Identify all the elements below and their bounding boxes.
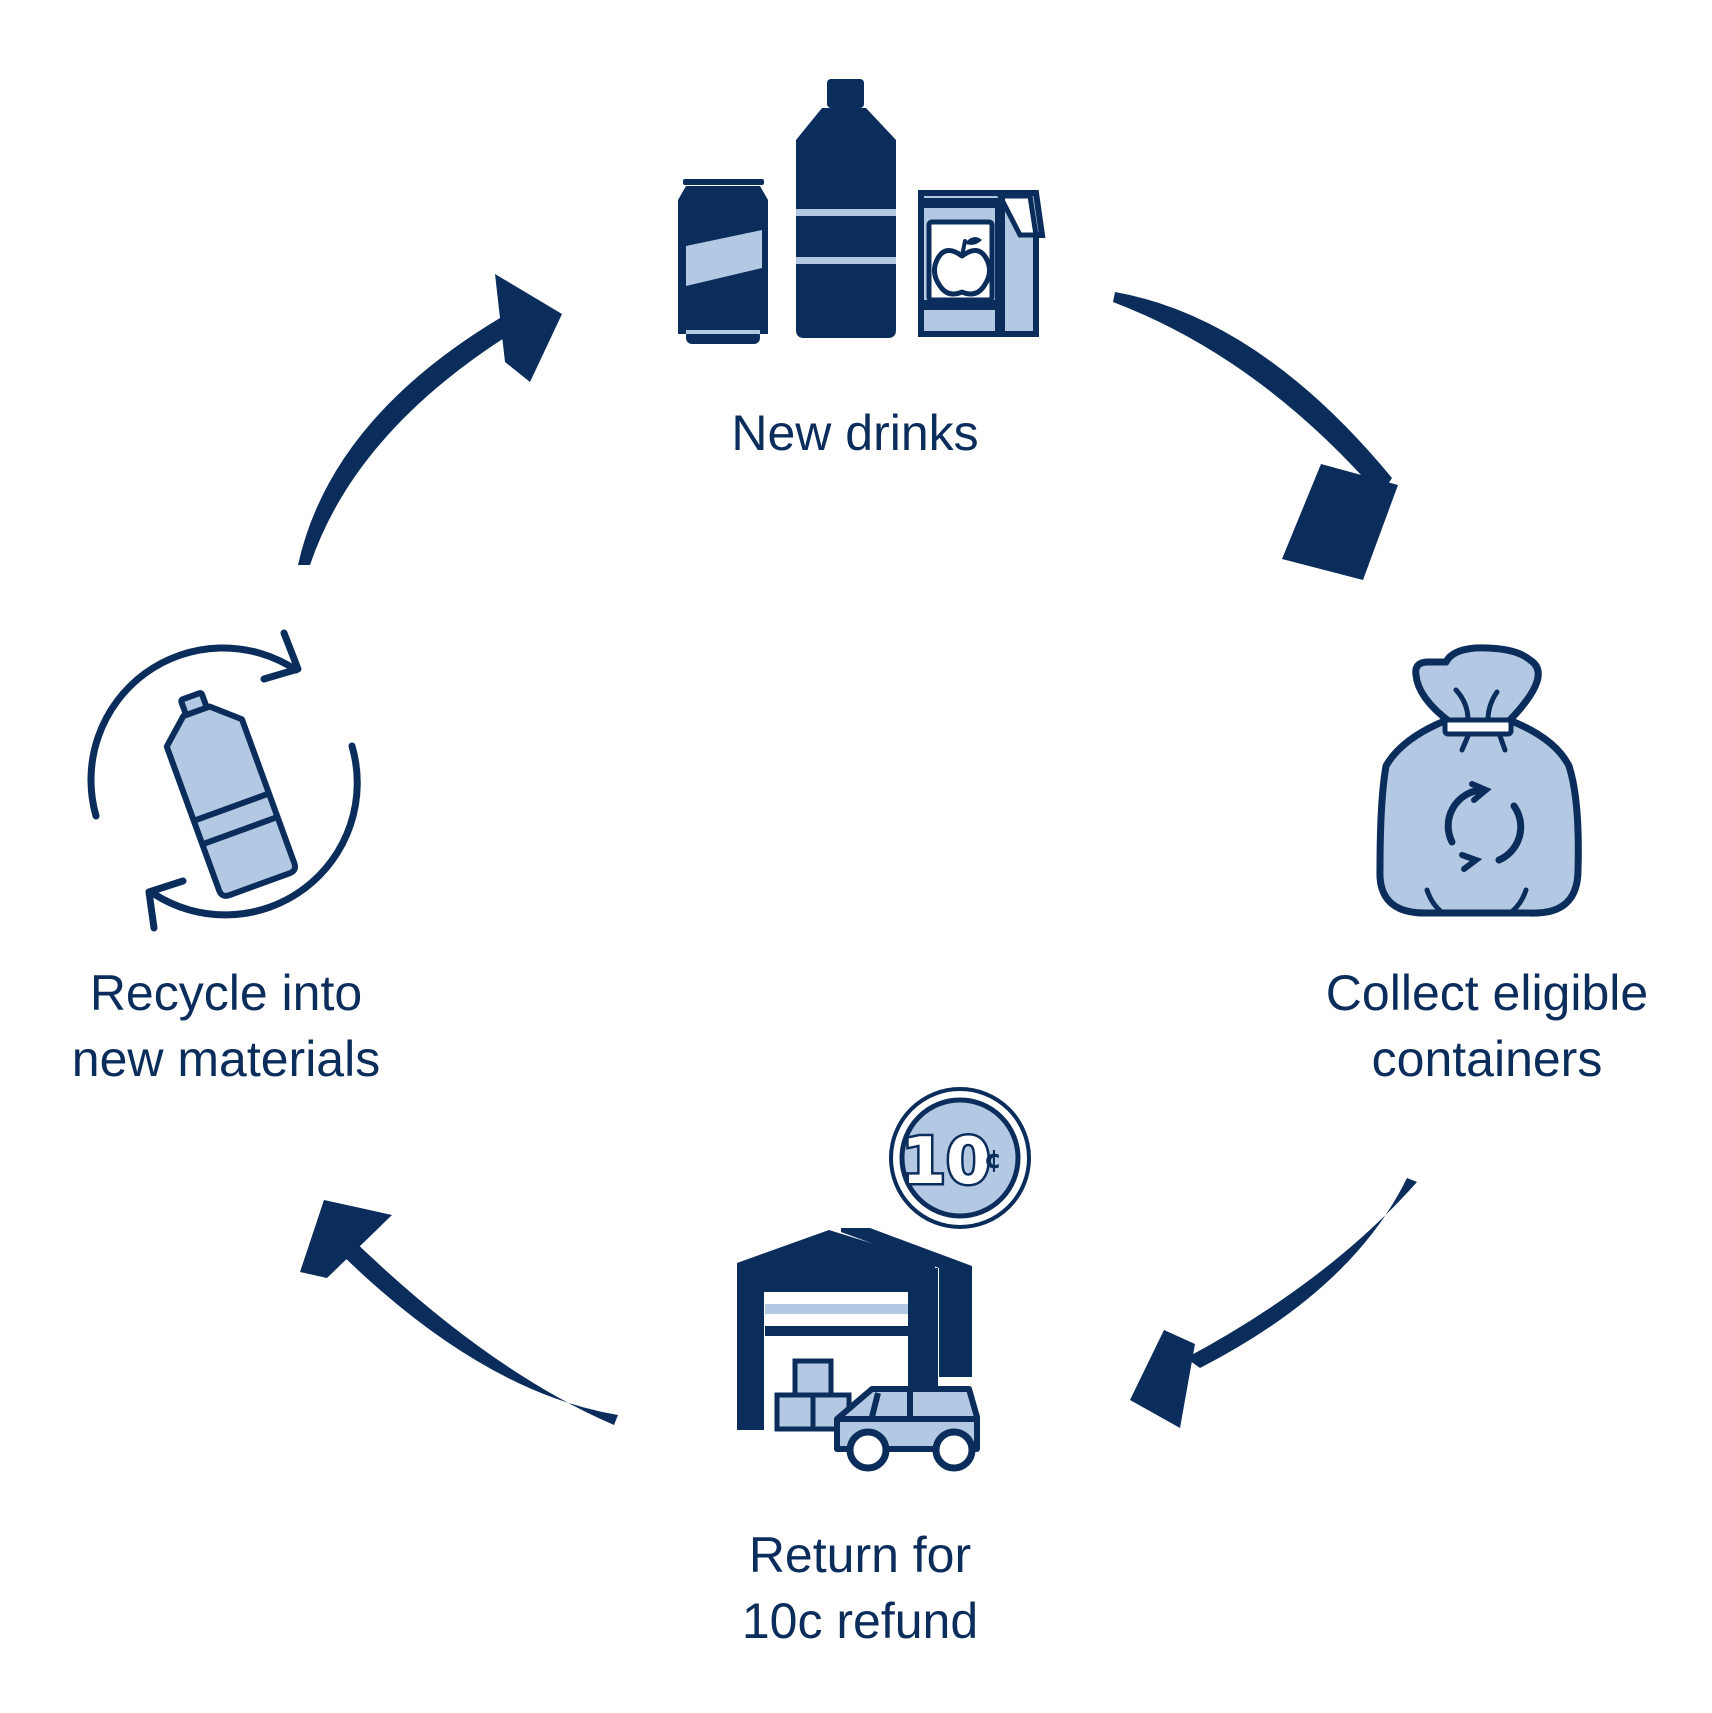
step-label-return: Return for 10c refund [741, 1527, 979, 1649]
can-icon [678, 179, 768, 344]
plastic-bottle-icon [163, 690, 298, 899]
step-label-recycle: Recycle into new materials [71, 965, 381, 1087]
bottle-icon [796, 79, 896, 338]
drink-containers-icon [678, 79, 1046, 344]
cycle-arrow-bottom-right [1130, 1178, 1417, 1428]
coin-unit: ¢ [984, 1145, 1002, 1175]
cycle-arrow-top-left [298, 274, 562, 565]
cycle-arrow-bottom-left [300, 1200, 618, 1425]
recycle-arrows-icon [1444, 781, 1525, 872]
coin-amount: 10 [901, 1125, 990, 1199]
recycle-bottle-icon [87, 629, 361, 932]
circular-arrows-icon [87, 629, 361, 932]
coin-icon: 10 ¢ [889, 1087, 1031, 1229]
truck-icon [834, 1386, 980, 1472]
cycle-arrow-top-right [1113, 292, 1398, 580]
depot-refund-icon: 10 ¢ [737, 1087, 1031, 1472]
step-label-new-drinks: New drinks [731, 405, 979, 461]
recycling-bag-icon [1376, 644, 1582, 917]
step-label-collect: Collect eligible containers [1325, 965, 1649, 1087]
apple-icon [932, 236, 992, 297]
warehouse-icon [737, 1228, 972, 1430]
